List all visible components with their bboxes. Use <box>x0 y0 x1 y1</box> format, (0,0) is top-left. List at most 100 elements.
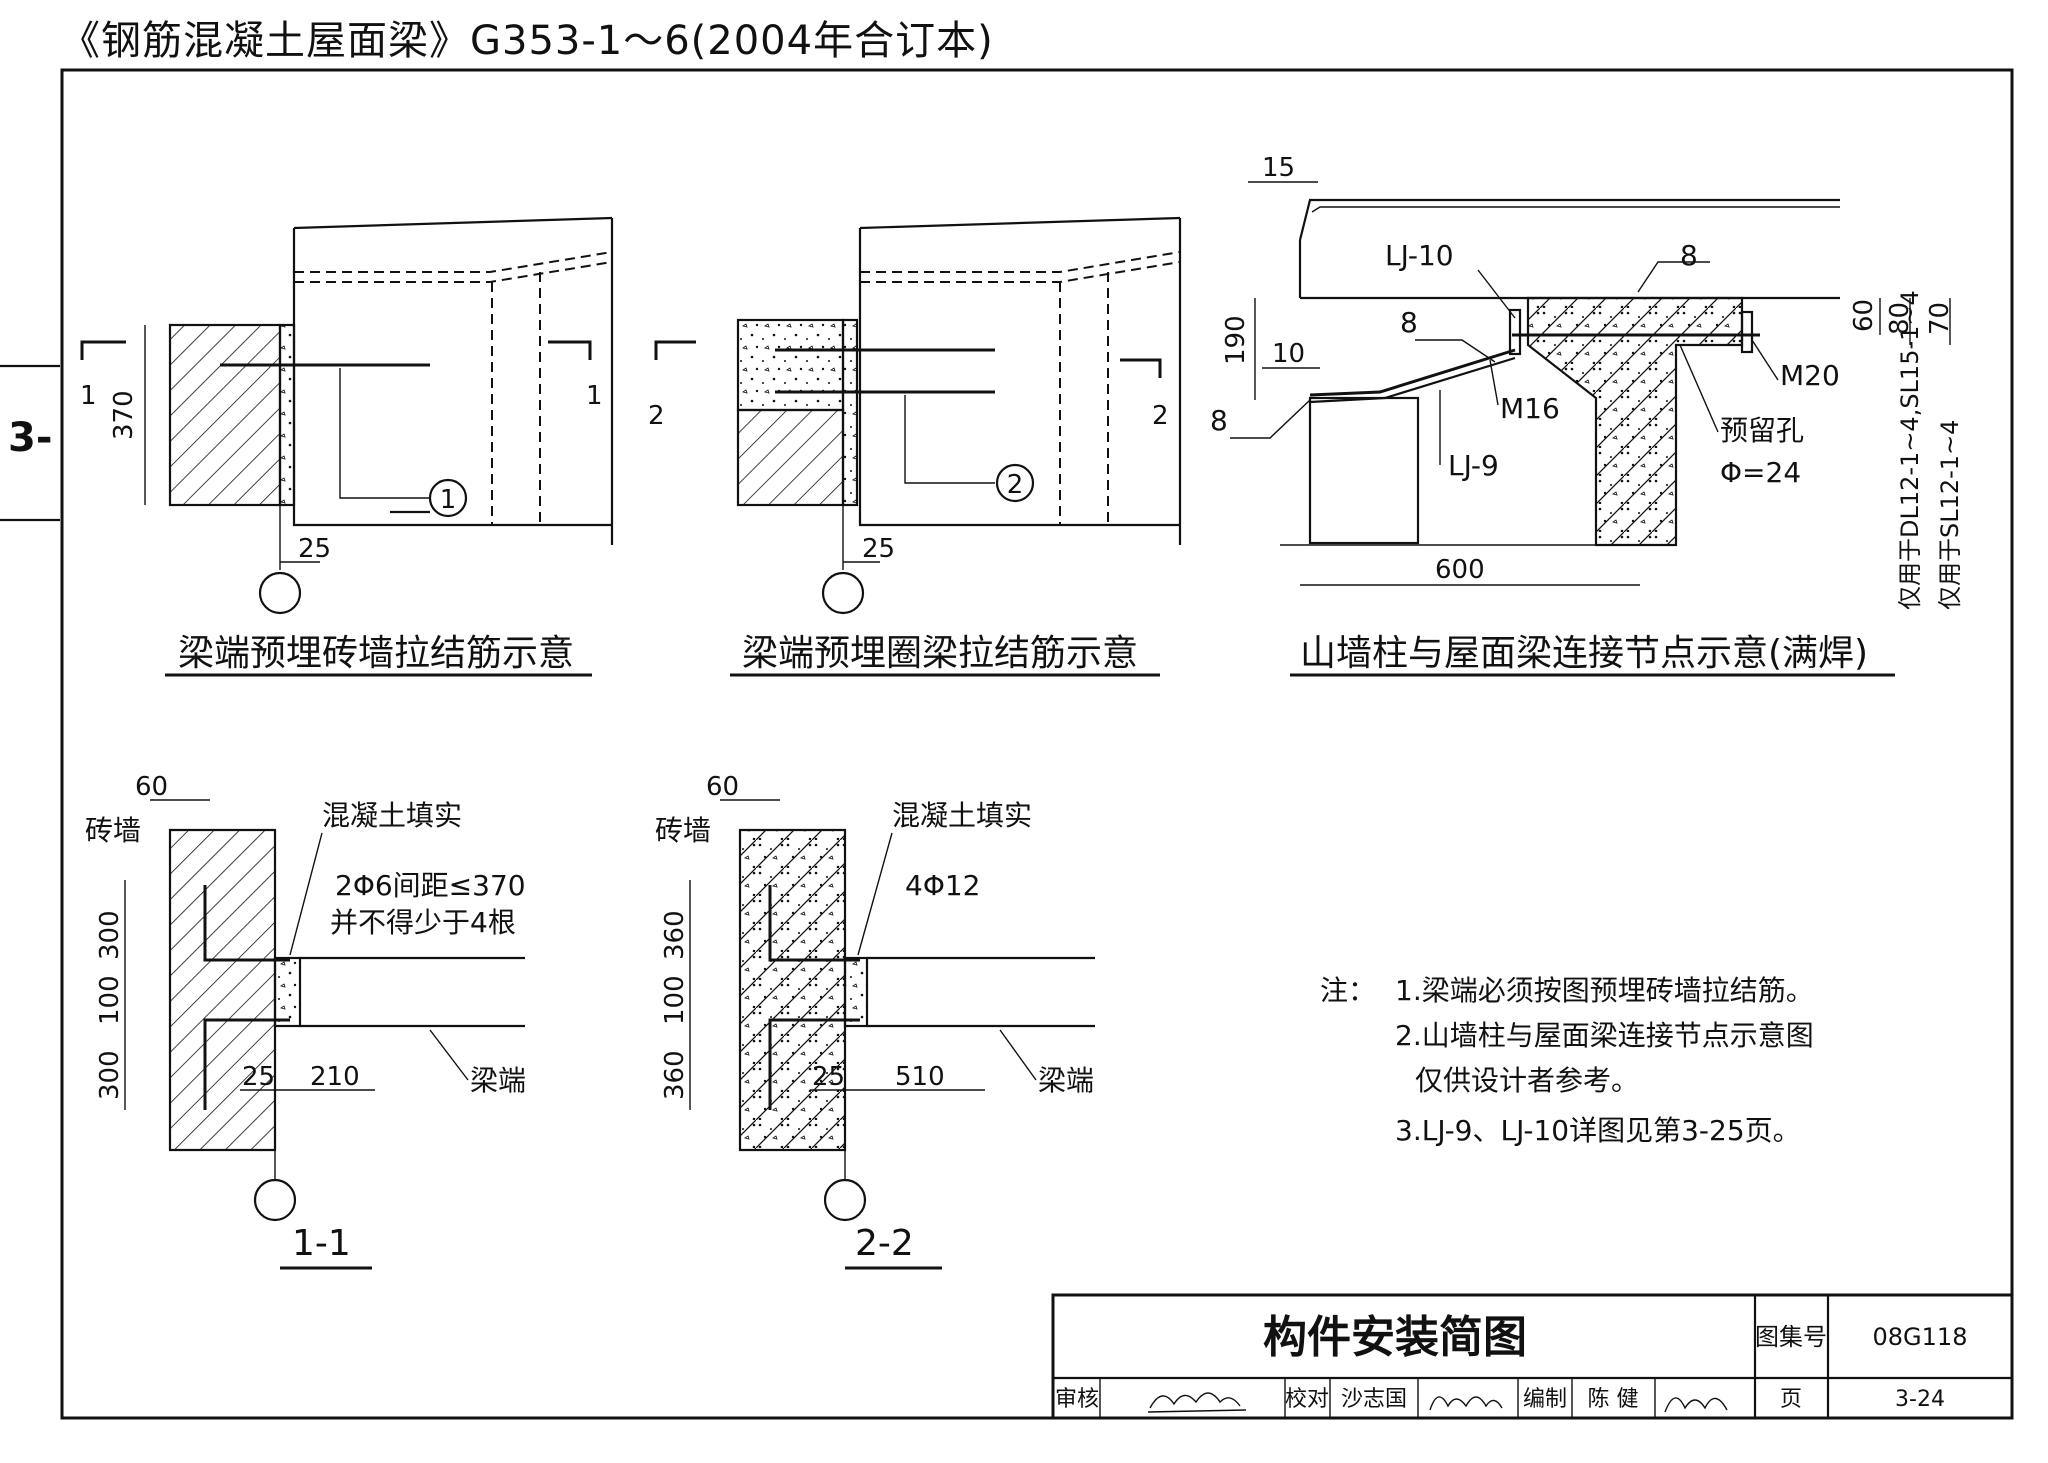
drawing-frame <box>60 68 2014 1420</box>
detail-brick-wall-tie: 1 1 1 370 25 梁端预埋砖墙拉结筋示意 <box>80 216 614 677</box>
caption-brick-wall-tie: 梁端预埋砖墙拉结筋示意 <box>178 633 574 674</box>
dim-25: 25 <box>298 534 331 564</box>
weld-8-mid: 8 <box>1400 306 1418 339</box>
label-rebar-note: 并不得少于4根 <box>330 906 516 939</box>
dim-60: 60 <box>706 772 739 802</box>
dim-10: 10 <box>1272 339 1305 369</box>
label-reserved-hole: 预留孔 <box>1720 414 1804 447</box>
plate-lj9 <box>1309 348 1516 397</box>
leader-concrete-fill <box>289 832 323 956</box>
dim-300b: 300 <box>95 1050 125 1100</box>
checker-signature <box>1429 1396 1503 1411</box>
roof-beam-outline <box>1298 198 1840 241</box>
beam-dash-top2 <box>294 261 613 283</box>
label-brick-wall: 砖墙 <box>655 814 711 847</box>
beam-top <box>859 216 1181 230</box>
compiler-signature <box>1664 1397 1728 1413</box>
callout-number-2: 2 <box>1007 470 1024 500</box>
weld-8-left: 8 <box>1210 404 1228 437</box>
tb-page-label: 页 <box>1780 1387 1802 1412</box>
notes-head: 注： <box>1320 974 1376 1007</box>
leader-beam-end <box>999 1029 1037 1081</box>
leader-hole <box>1679 344 1719 433</box>
note-1: 1.梁端必须按图预埋砖墙拉结筋。 <box>1395 974 1814 1007</box>
dim-25: 25 <box>862 534 895 564</box>
dim-190: 190 <box>1221 315 1251 365</box>
caption-ring-beam-tie: 梁端预埋圈梁拉结筋示意 <box>742 633 1138 674</box>
wall-rebar-upper <box>768 885 860 962</box>
leader-concrete-fill <box>857 832 893 956</box>
leader-lj10 <box>1477 269 1516 319</box>
section-1-1: 60 砖墙 混凝土填实 2Φ6间距≤370 并不得少于4根 300 100 30… <box>85 772 526 1270</box>
label-concrete-fill: 混凝土填实 <box>892 799 1032 832</box>
dim-370: 370 <box>109 390 139 440</box>
callout-circle-1 <box>428 478 468 518</box>
label-rebar: 4Φ12 <box>905 869 980 902</box>
weld-leader-left <box>1230 399 1311 439</box>
dim-60: 60 <box>135 772 168 802</box>
weld-leader-mid <box>1415 339 1496 363</box>
concrete-fill-block <box>273 956 302 1028</box>
dim-70: 70 <box>1925 302 1955 335</box>
section-mark-right-number: 1 <box>586 381 603 411</box>
label-m20: M20 <box>1780 359 1840 392</box>
beam-dash-top <box>860 251 1181 273</box>
tb-checker-name: 沙志国 <box>1341 1387 1407 1412</box>
section-mark-left-number: 1 <box>80 381 97 411</box>
label-beam-end: 梁端 <box>470 1064 526 1097</box>
tb-atlas-label: 图集号 <box>1755 1323 1827 1351</box>
beam-dash-top <box>294 251 613 273</box>
detail-ring-beam-tie: 2 2 2 25 梁端预埋圈梁拉结筋示意 <box>648 216 1182 677</box>
leader-1 <box>339 368 430 499</box>
section-mark-right <box>548 340 592 360</box>
callout-circle-2 <box>995 463 1035 503</box>
brick-wall-hatch <box>168 323 282 507</box>
tb-compiler-name: 陈 健 <box>1588 1387 1639 1412</box>
weld-leader-top <box>1637 261 1710 293</box>
beam-top <box>293 216 613 230</box>
concrete-fill-block <box>843 956 869 1028</box>
plate-lj10 <box>1508 308 1522 356</box>
dim-600: 600 <box>1435 555 1485 585</box>
tb-title: 构件安装简图 <box>1263 1312 1527 1363</box>
beam-outline <box>292 228 612 527</box>
notes: 注： 1.梁端必须按图预埋砖墙拉结筋。 2.山墙柱与屋面梁连接节点示意图 仅供设… <box>1320 974 1814 1147</box>
concrete-fill-strip <box>841 318 859 507</box>
ring-beam-concrete <box>736 318 845 412</box>
plate-right <box>1740 310 1754 354</box>
leader-2 <box>904 395 995 484</box>
tb-compile-label: 编制 <box>1523 1387 1567 1412</box>
ring-beam-wall-section <box>738 828 847 1152</box>
grid-axis-bubble <box>258 571 302 615</box>
roof-beam-inner <box>1311 206 1840 213</box>
wall-below <box>1308 396 1420 545</box>
dim-15: 15 <box>1262 153 1295 183</box>
grid-axis-bubble <box>253 1178 297 1222</box>
note-2b: 仅供设计者参考。 <box>1415 1064 1639 1097</box>
title-block-frame <box>1051 1293 2014 1420</box>
dim-25: 25 <box>812 1062 845 1092</box>
label-lj9: LJ-9 <box>1448 449 1499 482</box>
dim-80: 80 <box>1885 302 1915 335</box>
dim-360b: 360 <box>660 1050 690 1100</box>
leader-m16 <box>1489 359 1499 406</box>
plate-lj9-b <box>1309 356 1516 404</box>
leader-m20 <box>1751 339 1779 381</box>
caption-1-1: 1-1 <box>292 1223 351 1264</box>
dim-300a: 300 <box>95 910 125 960</box>
note-3: 3.LJ-9、LJ-10详图见第3-25页。 <box>1395 1114 1801 1147</box>
grid-axis-bubble <box>823 1178 867 1222</box>
detail-gable-column-connection: 15 190 10 600 60 80 70 LJ-10 8 8 8 M16 L… <box>1210 153 1964 677</box>
tb-review-label: 审核 <box>1055 1387 1099 1412</box>
label-rebar: 2Φ6间距≤370 <box>335 869 526 902</box>
caption-gable-column: 山墙柱与屋面梁连接节点示意(满焊) <box>1300 633 1868 674</box>
beam-outline <box>858 228 1180 527</box>
tb-atlas-no: 08G118 <box>1873 1323 1968 1351</box>
wall-hook-lower <box>203 1018 290 1110</box>
dim-510: 510 <box>895 1062 945 1092</box>
wall-hook-upper <box>203 885 290 962</box>
wall-rebar-lower <box>768 1018 860 1110</box>
label-concrete-fill: 混凝土填实 <box>322 799 462 832</box>
section-mark-left-number: 2 <box>648 401 665 431</box>
